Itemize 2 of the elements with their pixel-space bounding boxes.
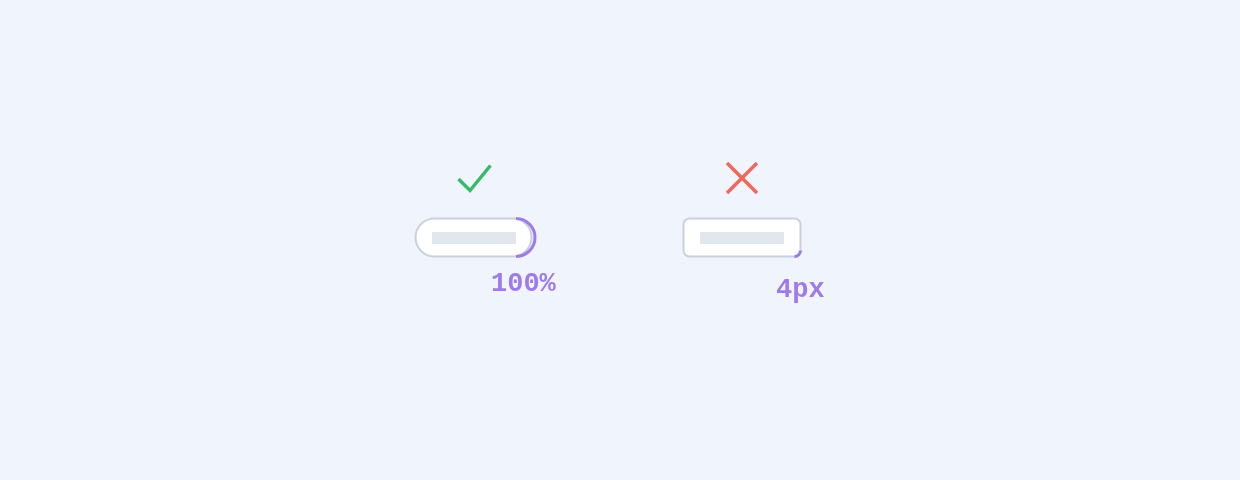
- radius-value-label: 100%: [491, 271, 556, 298]
- radius-value-label: 4px: [776, 277, 825, 304]
